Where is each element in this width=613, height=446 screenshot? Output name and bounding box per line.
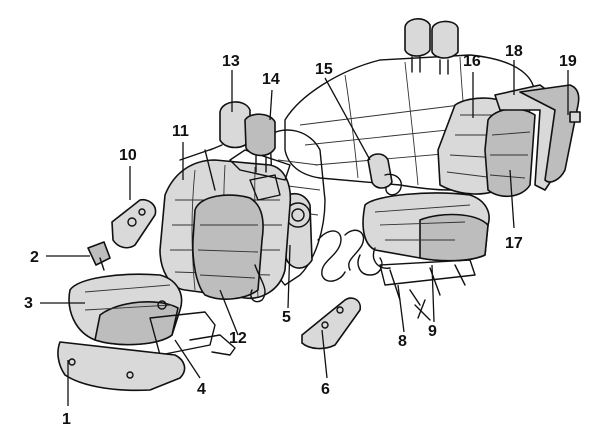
callout-16: 16 — [463, 53, 481, 70]
part-19-back-plate — [519, 84, 581, 183]
callout-10: 10 — [119, 147, 137, 164]
callout-6: 6 — [321, 381, 330, 398]
part-14-headrest-cover — [244, 113, 276, 173]
seat-springs — [317, 229, 365, 282]
part-1-side-shield — [57, 341, 186, 392]
callout-17: 17 — [505, 235, 523, 252]
leader-lines — [40, 60, 569, 406]
callout-15: 15 — [315, 61, 333, 78]
part-17-backrest-cushion — [484, 108, 536, 198]
part-2-clip — [87, 241, 111, 271]
callout-18: 18 — [505, 43, 523, 60]
part-10-side-trim — [111, 198, 157, 249]
callout-9: 9 — [428, 323, 437, 340]
rear-headrests — [404, 18, 459, 75]
callout-1: 1 — [62, 411, 71, 428]
part-9-rear-seat-cushion — [362, 192, 490, 262]
part-3-seat-cushion — [68, 273, 183, 346]
callout-19: 19 — [559, 53, 577, 70]
callout-labels: 1 2 3 4 5 6 8 9 10 11 12 13 14 15 16 17 … — [24, 43, 577, 428]
part-15-belt-buckle — [367, 153, 402, 196]
callout-2: 2 — [30, 249, 39, 266]
callout-8: 8 — [398, 333, 407, 350]
callout-4: 4 — [197, 381, 206, 398]
part-8-seat-rail — [357, 247, 476, 321]
callout-3: 3 — [24, 295, 33, 312]
part-6-lever-trim — [301, 297, 362, 350]
callout-12: 12 — [229, 330, 247, 347]
callout-5: 5 — [282, 309, 291, 326]
part-4-seat-mechanism — [149, 300, 236, 356]
part-12-backrest-cushion — [192, 194, 264, 300]
callout-11: 11 — [172, 123, 189, 140]
callout-14: 14 — [262, 71, 280, 88]
backrest-frame — [179, 144, 291, 303]
callout-13: 13 — [222, 53, 240, 70]
